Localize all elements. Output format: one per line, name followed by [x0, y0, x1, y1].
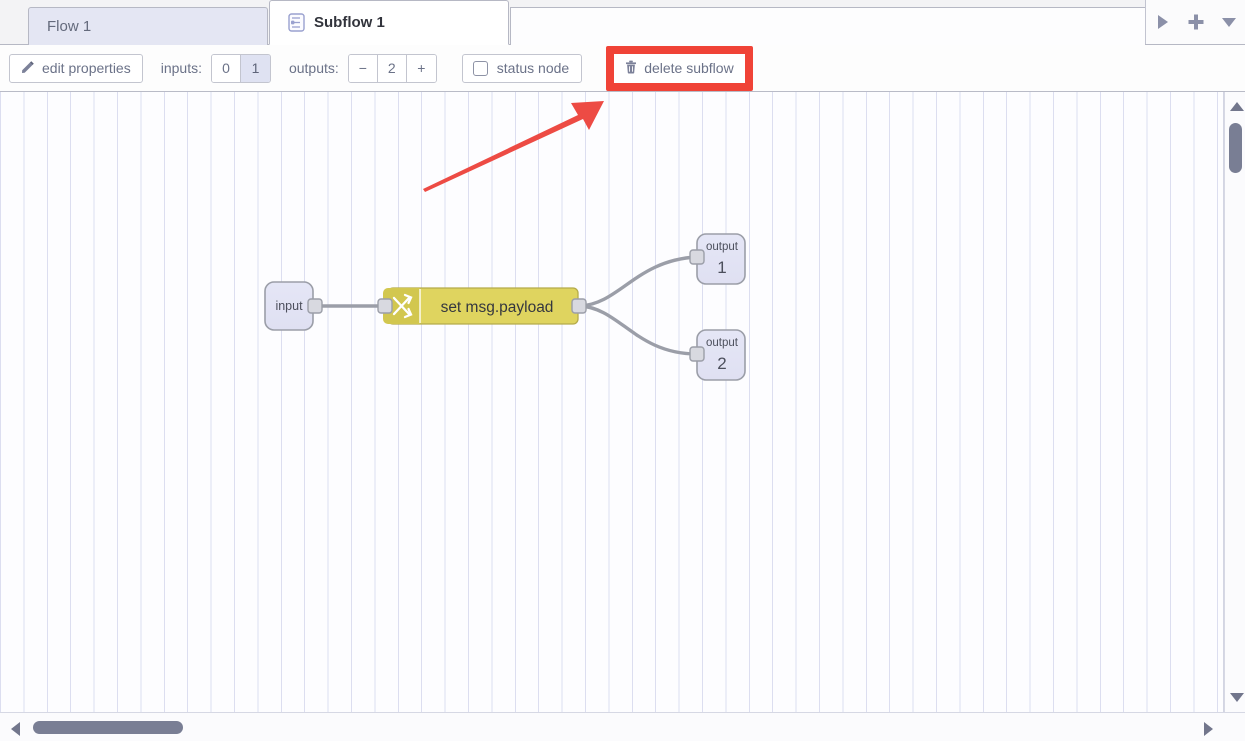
tab-menu-chevron-down-icon[interactable] [1216, 9, 1242, 35]
pencil-icon [21, 60, 35, 77]
edit-properties-button[interactable]: edit properties [9, 53, 143, 83]
change-node-label: set msg.payload [441, 299, 554, 316]
horizontal-scrollbar-thumb[interactable] [33, 721, 183, 734]
tab-bar: Flow 1 Subflow 1 [0, 0, 1245, 45]
subflow-toolbar: edit properties inputs: 0 1 outputs: − 2… [0, 45, 1245, 92]
status-node-toggle[interactable]: status node [461, 53, 583, 83]
outputs-value: 2 [377, 54, 407, 82]
vertical-scrollbar[interactable] [1224, 92, 1245, 712]
subflow-output-node-2[interactable]: output 2 [689, 329, 746, 381]
change-node[interactable]: set msg.payload [377, 287, 587, 325]
scroll-right-arrow-icon[interactable] [1204, 722, 1213, 736]
shuffle-icon [392, 293, 413, 319]
wire-change-to-output2 [578, 304, 699, 356]
vertical-scrollbar-thumb[interactable] [1229, 123, 1242, 173]
subflow-icon [288, 13, 305, 32]
subflow-input-label: input [275, 299, 303, 313]
trash-icon [625, 60, 637, 77]
wire-group [312, 255, 699, 356]
delete-subflow-button[interactable]: delete subflow [614, 53, 745, 83]
subflow-output-2-label: output [706, 337, 739, 349]
scroll-down-arrow-icon[interactable] [1230, 693, 1244, 702]
next-tab-arrow-icon[interactable] [1150, 9, 1176, 35]
inputs-option-0[interactable]: 0 [211, 54, 241, 82]
add-tab-plus-icon[interactable] [1183, 9, 1209, 35]
delete-subflow-label: delete subflow [644, 60, 734, 76]
delete-subflow-highlight: delete subflow [606, 45, 753, 91]
inputs-option-1[interactable]: 1 [240, 54, 270, 82]
flow-canvas[interactable]: input set msg.payload [0, 92, 1224, 712]
edit-properties-label: edit properties [42, 60, 131, 76]
tab-flow-1-label: Flow 1 [47, 18, 92, 35]
scroll-up-arrow-icon[interactable] [1230, 102, 1244, 111]
subflow-output-1-number: 1 [717, 258, 726, 277]
inputs-selector[interactable]: 0 1 [210, 53, 271, 83]
subflow-output-2-number: 2 [717, 354, 726, 373]
status-node-label: status node [496, 60, 570, 76]
subflow-output-1-label: output [706, 241, 739, 253]
tab-flow-1[interactable]: Flow 1 [28, 7, 268, 45]
tab-tools [1145, 0, 1245, 44]
tab-subflow-1-label: Subflow 1 [314, 14, 385, 31]
subflow-output-node-1[interactable]: output 1 [689, 233, 746, 285]
status-node-checkbox[interactable] [472, 60, 488, 76]
outputs-stepper: − 2 + [347, 53, 437, 83]
wire-change-to-output1 [578, 255, 699, 308]
scroll-left-arrow-icon[interactable] [11, 722, 20, 736]
horizontal-scrollbar[interactable] [0, 712, 1245, 741]
tab-subflow-1[interactable]: Subflow 1 [269, 0, 509, 45]
outputs-decrement-button[interactable]: − [348, 54, 378, 82]
annotation-arrow-icon [423, 101, 604, 192]
tabs-strip: Flow 1 Subflow 1 [0, 0, 1145, 45]
tab-strip-filler [510, 7, 1145, 45]
inputs-label: inputs: [160, 60, 202, 76]
outputs-label: outputs: [288, 60, 339, 76]
subflow-input-node[interactable]: input [264, 281, 323, 331]
outputs-increment-button[interactable]: + [406, 54, 436, 82]
